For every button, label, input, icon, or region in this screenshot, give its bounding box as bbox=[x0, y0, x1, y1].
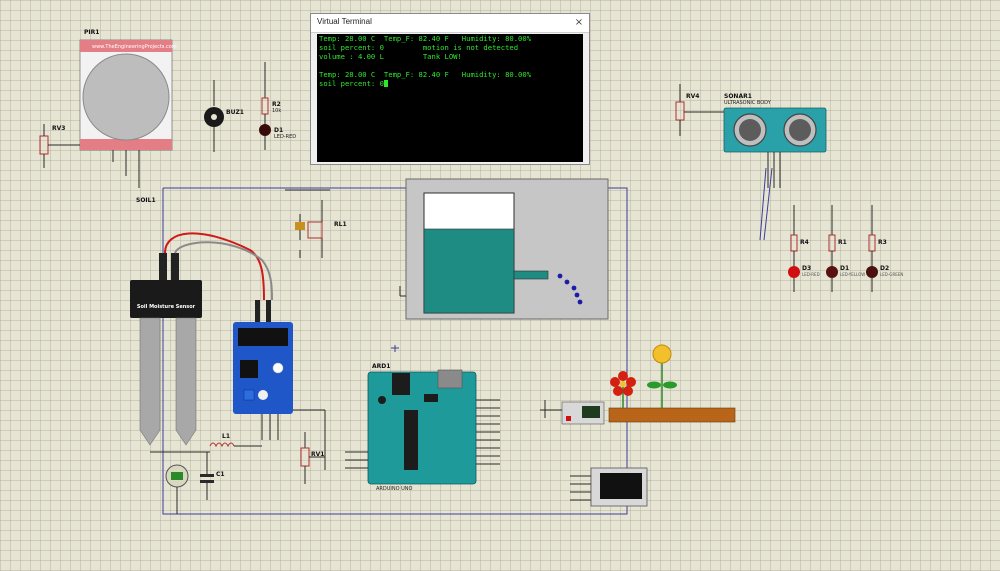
lcd-module[interactable] bbox=[570, 467, 648, 507]
virtual-terminal-window[interactable]: Virtual Terminal × Temp: 28.00 C Temp_F:… bbox=[310, 13, 590, 165]
relay-ref-label: RL1 bbox=[334, 221, 347, 228]
terminal-title: Virtual Terminal bbox=[317, 17, 372, 26]
ultrasonic-ref-label: SONAR1 bbox=[724, 93, 752, 100]
d2-ref-label: D2 bbox=[880, 265, 889, 272]
relay-rl1[interactable]: RL1 bbox=[285, 189, 347, 258]
pir-lens bbox=[82, 53, 170, 141]
d1-value-label: LED-RED bbox=[274, 134, 296, 140]
d1b-value-label: LED-YELLOW bbox=[840, 272, 865, 277]
pir-url-label: www.TheEngineeringProjects.com bbox=[92, 44, 177, 50]
tank-outlet-pipe bbox=[513, 270, 549, 280]
rv1-ref-label: RV1 bbox=[311, 451, 324, 458]
soil-sensor-label: Soil Moisture Sensor bbox=[137, 304, 196, 310]
buzzer[interactable]: BUZ1 bbox=[204, 80, 244, 152]
c1-ref-label: C1 bbox=[216, 471, 225, 478]
water-tank[interactable] bbox=[399, 178, 609, 320]
led-yellow-group[interactable]: R1 D1 LED-YELLOW bbox=[826, 205, 865, 292]
r3-ref-label: R3 bbox=[878, 239, 887, 246]
led-red-group[interactable]: R4 D3 LED-RED bbox=[788, 205, 820, 292]
terminal-line-last: soil percent: 0 bbox=[317, 79, 583, 88]
potentiometer-rv1[interactable]: RV1 bbox=[300, 432, 325, 484]
terminal-line bbox=[317, 61, 583, 70]
led-green-group[interactable]: R3 D2 LED-GREEN bbox=[866, 205, 903, 292]
soil-ref-label: SOIL1 bbox=[136, 197, 156, 204]
l1-ref-label: L1 bbox=[222, 433, 230, 440]
arduino-value-label: ARDUINO UNO bbox=[376, 486, 413, 492]
r1-ref-label: R1 bbox=[838, 239, 847, 246]
arduino-power-jack bbox=[437, 369, 463, 389]
r2-ref-label: R2 bbox=[272, 101, 281, 108]
buzzer-ref-label: BUZ1 bbox=[226, 109, 244, 116]
tank-water-level bbox=[423, 228, 515, 314]
ultrasonic-value-label: ULTRASONIC BODY bbox=[724, 100, 772, 106]
pir-ref-label: PIR1 bbox=[84, 29, 99, 36]
probe-marker bbox=[391, 345, 399, 352]
inductor-l1[interactable]: L1 bbox=[209, 433, 262, 448]
potentiometer-rv3[interactable]: RV3 bbox=[39, 124, 80, 168]
arduino-usb-port bbox=[392, 373, 410, 395]
terminal-line: Temp: 28.00 C Temp_F: 82.40 F Humidity: … bbox=[319, 34, 532, 43]
potentiometer-rv4[interactable]: RV4 bbox=[675, 84, 724, 136]
d1b-ref-label: D1 bbox=[840, 265, 849, 272]
r2-value-label: 10k bbox=[272, 108, 281, 114]
terminal-line: soil percent: 0 motion is not detected bbox=[319, 43, 519, 52]
soil-meter[interactable] bbox=[150, 451, 210, 514]
d2-value-label: LED-GREEN bbox=[880, 272, 903, 277]
d3-value-label: LED-RED bbox=[802, 272, 820, 277]
d3-ref-label: D3 bbox=[802, 265, 811, 272]
terminal-line-text: soil percent: 0 bbox=[319, 79, 384, 88]
soil-moisture-sensor[interactable]: SOIL1 Soil Moisture Sensor bbox=[130, 197, 273, 446]
rv4-ref-label: RV4 bbox=[686, 93, 699, 100]
pir-sensor[interactable]: www.TheEngineeringProjects.com PIR1 bbox=[79, 29, 177, 188]
terminal-line: Temp: 28.00 C Temp_F: 82.40 F Humidity: … bbox=[319, 70, 532, 79]
soil-sensor-module[interactable] bbox=[233, 300, 326, 470]
resistor-r2[interactable]: R2 10k bbox=[261, 62, 281, 124]
ultrasonic-sensor[interactable]: SONAR1 ULTRASONIC BODY bbox=[723, 93, 827, 241]
d1-ref-label: D1 bbox=[274, 127, 283, 134]
capacitor-c1[interactable]: C1 bbox=[200, 452, 225, 500]
close-icon[interactable]: × bbox=[574, 17, 584, 28]
terminal-cursor bbox=[383, 80, 388, 87]
plant-scene bbox=[608, 344, 736, 423]
terminal-line: volume : 4.00 L Tank LOW! bbox=[319, 52, 462, 61]
arduino-uno[interactable]: ARD1 ARDUINO UNO bbox=[345, 363, 500, 492]
arduino-ref-label: ARD1 bbox=[372, 363, 390, 370]
terminal-screen[interactable]: Temp: 28.00 C Temp_F: 82.40 F Humidity: … bbox=[317, 34, 583, 162]
rv3-ref-label: RV3 bbox=[52, 125, 65, 132]
arduino-chip bbox=[404, 410, 418, 470]
terminal-titlebar[interactable]: Virtual Terminal × bbox=[311, 14, 589, 33]
led-d1[interactable]: D1 LED-RED bbox=[259, 124, 296, 150]
dht-sensor-module[interactable] bbox=[540, 400, 605, 425]
r4-ref-label: R4 bbox=[800, 239, 809, 246]
